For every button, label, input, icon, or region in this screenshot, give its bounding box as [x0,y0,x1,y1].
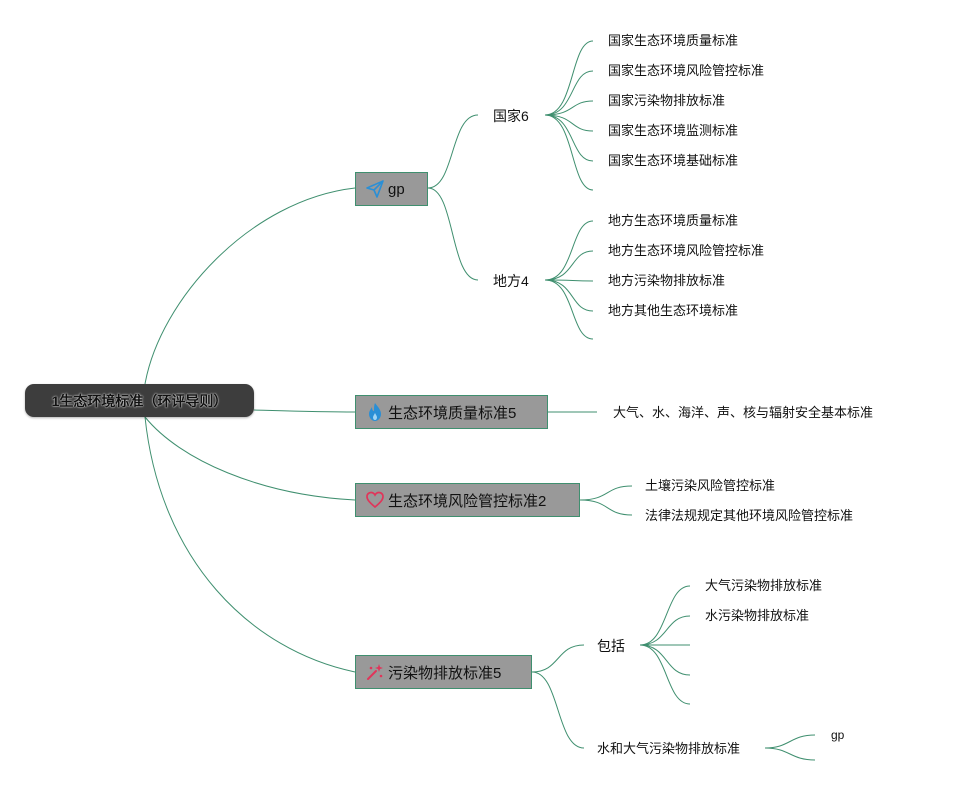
local-item[interactable]: 地方生态环境风险管控标准 [608,243,765,258]
local-item[interactable]: 地方污染物排放标准 [608,273,726,288]
link-include-4 [639,644,691,676]
include-item[interactable]: 大气污染物排放标准 [705,578,823,593]
link-risk-2 [579,499,633,516]
link-gp-national [427,114,479,189]
root-label: 1生态环境标准（环评导则） [51,392,228,409]
link-national-5 [544,114,594,162]
branch-emission[interactable]: 污染物排放标准5 [355,655,532,689]
national-item[interactable]: 国家污染物排放标准 [608,93,726,108]
link-emission-waterair [531,671,585,749]
include-item[interactable]: 水污染物排放标准 [705,608,810,623]
link-local-2 [544,250,594,281]
national-item[interactable]: 国家生态环境监测标准 [608,123,739,138]
national-item[interactable]: 国家生态环境基础标准 [608,153,739,168]
link-root-emission [144,416,356,673]
risk-item[interactable]: 法律法规规定其他环境风险管控标准 [645,508,854,523]
group-include[interactable]: 包括 [597,638,625,654]
link-waterair-2 [764,747,816,761]
link-include-1 [639,585,691,646]
link-root-gp [144,187,356,385]
link-include-5 [639,644,691,705]
branch-risk[interactable]: 生态环境风险管控标准2 [355,483,580,517]
heart-icon [364,489,386,511]
national-item[interactable]: 国家生态环境质量标准 [608,33,739,48]
sparkle-icon [364,661,386,683]
branch-risk-label: 生态环境风险管控标准2 [388,492,547,510]
link-root-risk [144,416,356,501]
root-node[interactable]: 1生态环境标准（环评导则） [25,384,254,417]
link-national-2 [544,70,594,116]
link-national-3 [544,100,594,116]
link-gp-local [427,187,479,281]
water-air-item[interactable]: gp [831,728,845,742]
risk-item[interactable]: 土壤污染风险管控标准 [645,478,776,493]
quality-item[interactable]: 大气、水、海洋、声、核与辐射安全基本标准 [613,405,874,420]
group-local[interactable]: 地方4 [493,273,529,289]
flame-icon [364,401,386,423]
link-national-1 [544,40,594,116]
branch-gp[interactable]: gp [355,172,428,206]
paper-plane-icon [364,178,386,200]
branch-emission-label: 污染物排放标准5 [388,664,502,682]
link-local-3 [544,279,594,282]
branch-quality-label: 生态环境质量标准5 [388,404,517,422]
branch-quality[interactable]: 生态环境质量标准5 [355,395,548,429]
link-local-5 [544,279,594,340]
branch-gp-label: gp [388,180,405,198]
link-national-6 [544,114,594,191]
national-item[interactable]: 国家生态环境风险管控标准 [608,63,765,78]
link-risk-1 [579,485,633,501]
group-water-air[interactable]: 水和大气污染物排放标准 [597,741,741,756]
link-root-quality [253,409,356,413]
group-national[interactable]: 国家6 [493,108,529,124]
link-emission-include [531,644,585,673]
link-local-4 [544,279,594,312]
link-include-2 [639,615,691,646]
local-item[interactable]: 地方生态环境质量标准 [608,213,739,228]
local-item[interactable]: 地方其他生态环境标准 [608,303,739,318]
link-national-4 [544,114,594,132]
link-local-1 [544,220,594,281]
link-waterair-1 [764,734,816,749]
